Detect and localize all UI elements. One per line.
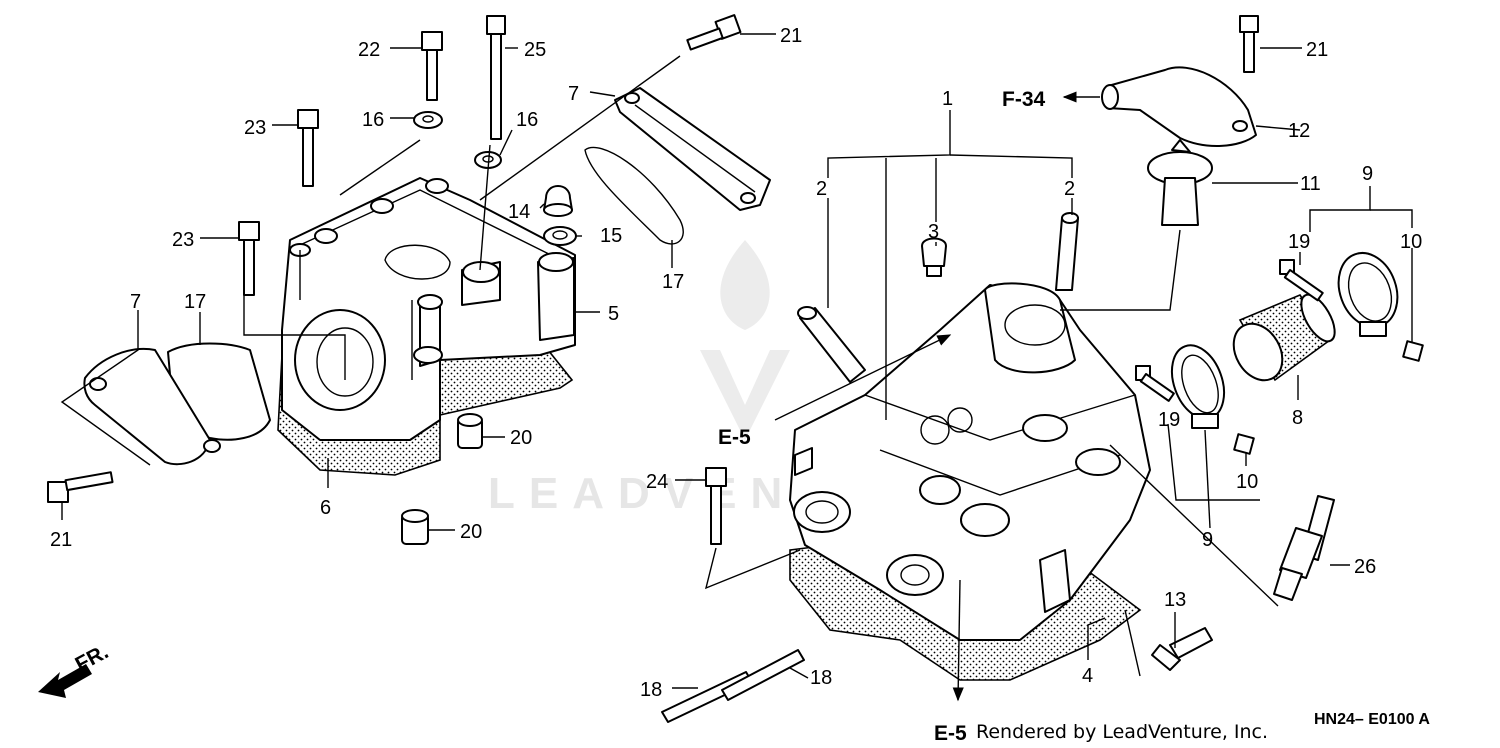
callout-10: 10 (1400, 231, 1422, 253)
callout-22: 22 (358, 39, 380, 61)
callout-numbers: 1 2 2 3 4 5 6 7 7 8 9 9 10 10 11 12 13 1… (50, 25, 1422, 701)
bolt-24 (705, 467, 727, 545)
callout-16: 16 (362, 109, 384, 131)
nut-10-upper (1402, 340, 1424, 362)
clamp-9-upper (1337, 252, 1399, 337)
callout-20: 20 (510, 427, 532, 449)
callout-20: 20 (460, 521, 482, 543)
bolt-19-lower (1135, 365, 1175, 402)
callout-18: 18 (810, 667, 832, 689)
reference-f34: F-34 (1002, 88, 1046, 111)
clamp-9-lower (1170, 344, 1226, 429)
callout-23: 23 (244, 117, 266, 139)
nut-14 (543, 185, 573, 217)
callout-17: 17 (184, 291, 206, 313)
callout-6: 6 (320, 497, 331, 519)
nut-10-lower (1233, 433, 1255, 455)
callout-18: 18 (640, 679, 662, 701)
dowel-20-upper (457, 413, 483, 449)
callout-11: 11 (1300, 173, 1321, 195)
bolt-19-upper (1279, 259, 1324, 302)
callout-1: 1 (942, 88, 953, 110)
bolt-22 (421, 31, 443, 101)
callout-4: 4 (1082, 665, 1093, 687)
callout-9: 9 (1362, 163, 1373, 185)
callout-19: 19 (1288, 231, 1310, 253)
callout-21: 21 (780, 25, 802, 47)
valve-guide-2-left (797, 306, 866, 383)
spark-plug-26 (1273, 495, 1335, 601)
callout-5: 5 (608, 303, 619, 325)
diagram-code: HN24– E0100 A (1314, 711, 1430, 728)
callout-7: 7 (568, 83, 579, 105)
callout-2: 2 (1064, 178, 1075, 200)
callout-14: 14 (508, 201, 530, 223)
callout-13: 13 (1164, 589, 1186, 611)
callout-7: 7 (130, 291, 141, 313)
callout-8: 8 (1292, 407, 1303, 429)
callout-21: 21 (1306, 39, 1328, 61)
stud-18-left (661, 671, 753, 723)
callout-25: 25 (524, 39, 546, 61)
callout-9: 9 (1202, 529, 1213, 551)
bolt-25 (486, 15, 506, 140)
callout-15: 15 (600, 225, 622, 247)
bolt-21-top (686, 14, 742, 51)
stud-18-right (721, 649, 805, 701)
reference-e5-lower: E-5 (934, 722, 967, 745)
callout-2: 2 (816, 178, 827, 200)
bolt-21-left (47, 471, 114, 503)
callout-16: 16 (516, 109, 538, 131)
cap-3 (921, 237, 947, 277)
dowel-20-lower (401, 509, 429, 545)
bolt-23-lower (238, 221, 260, 296)
water-outlet-12 (1101, 66, 1257, 147)
leader-lines (60, 33, 1413, 702)
sensor-13 (1151, 627, 1213, 671)
cover-7-left (83, 348, 211, 466)
washer-16-left (413, 111, 443, 129)
thermostat-11 (1147, 139, 1213, 226)
callout-10: 10 (1236, 471, 1258, 493)
callout-26: 26 (1354, 556, 1376, 578)
callout-24: 24 (646, 471, 668, 493)
front-arrow-icon: FR. (38, 640, 112, 698)
insulator-8 (1232, 293, 1336, 382)
callout-17: 17 (662, 271, 684, 293)
valve-guide-2-right (1055, 212, 1079, 291)
bolt-23-upper (297, 109, 319, 187)
cover-7-right (614, 87, 771, 211)
callout-12: 12 (1288, 120, 1310, 142)
gasket-17-right (584, 146, 684, 245)
seal-15 (543, 226, 577, 246)
reference-e5-upper: E-5 (718, 426, 751, 449)
callout-19: 19 (1158, 409, 1180, 431)
callout-3: 3 (928, 221, 939, 243)
bolt-21-right (1239, 15, 1259, 73)
footer-credit: Rendered by LeadVenture, Inc. (976, 721, 1268, 743)
callout-21: 21 (50, 529, 72, 551)
callout-23: 23 (172, 229, 194, 251)
